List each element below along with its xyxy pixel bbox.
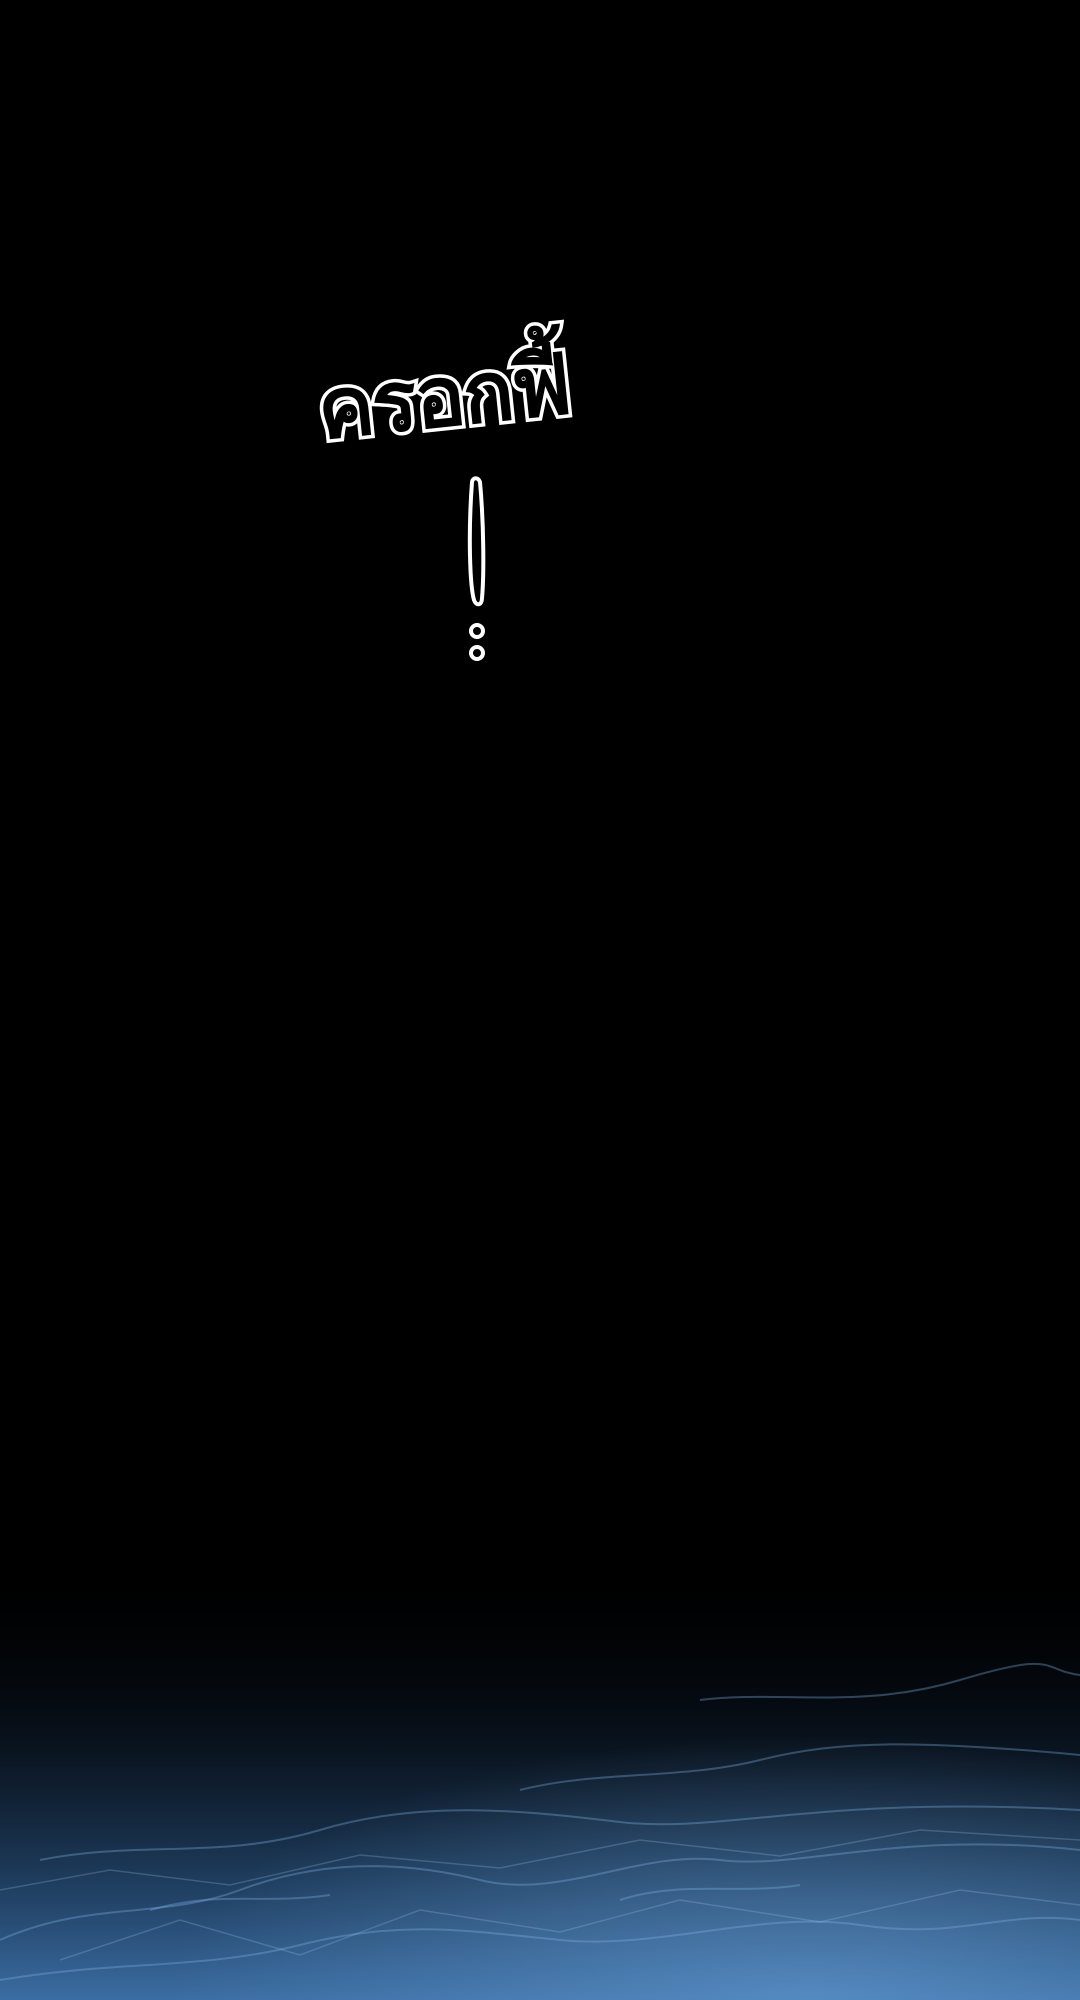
water-surface-glow [0,1560,1080,2000]
exclamation-mark-icon [467,476,486,661]
sound-effect-text: ครอกฟี้ [309,331,577,462]
